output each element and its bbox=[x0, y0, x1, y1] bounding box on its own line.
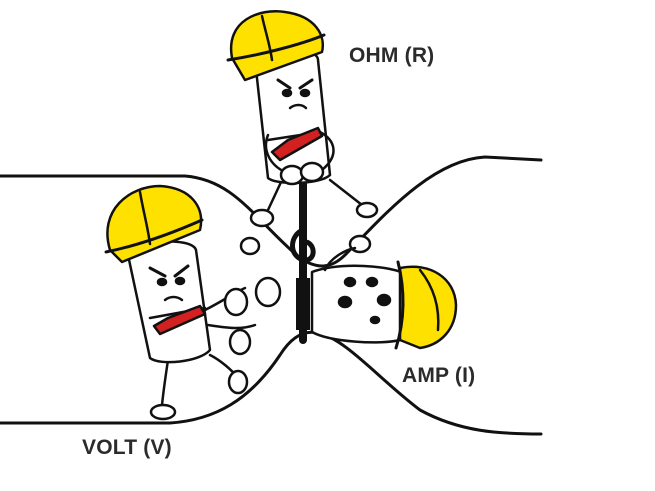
amp-helmet-ridge bbox=[418, 268, 440, 332]
amp-arm bbox=[323, 246, 357, 272]
amp-helmet-brim bbox=[394, 260, 405, 350]
ohm-foot-left bbox=[249, 208, 275, 228]
volt-eye-right bbox=[174, 276, 186, 286]
volt-arm-lower bbox=[206, 323, 257, 330]
volt-body bbox=[126, 240, 212, 364]
ohm-eye-right bbox=[299, 88, 311, 98]
amp-character bbox=[310, 234, 458, 350]
ohm-character bbox=[226, 10, 379, 228]
ohm-leg-left bbox=[266, 178, 284, 212]
constriction-band bbox=[296, 278, 310, 330]
volt-knee bbox=[228, 328, 252, 356]
volt-hand-upper bbox=[239, 236, 261, 256]
ohm-foot-right bbox=[355, 201, 379, 219]
pipe-lower-wall-right bbox=[316, 331, 543, 436]
volt-mouth bbox=[163, 295, 184, 302]
volt-tie bbox=[152, 304, 207, 336]
ohm-helmet-ridge bbox=[260, 14, 274, 62]
amp-spot-4 bbox=[337, 295, 353, 309]
ohm-tie bbox=[270, 126, 324, 162]
volt-helmet-brim bbox=[104, 218, 204, 254]
volt-foot-right bbox=[227, 369, 249, 395]
amp-helmet bbox=[398, 265, 458, 350]
volt-eye-left bbox=[156, 277, 168, 287]
volt-label: VOLT (V) bbox=[82, 436, 172, 459]
volt-helmet-ridge bbox=[138, 190, 152, 246]
volt-character bbox=[104, 184, 282, 421]
amp-spot-5 bbox=[369, 315, 381, 325]
ohm-label: OHM (R) bbox=[349, 44, 435, 67]
ohm-mouth bbox=[288, 103, 308, 110]
ohm-brow bbox=[276, 78, 314, 90]
amp-spot-1 bbox=[343, 276, 357, 288]
ohm-helmet-brim bbox=[226, 33, 326, 62]
volt-hand-right bbox=[254, 276, 282, 308]
amp-body bbox=[310, 264, 410, 344]
ohm-eye-left bbox=[281, 88, 293, 98]
volt-brow bbox=[148, 264, 190, 278]
amp-label: AMP (I) bbox=[402, 364, 476, 387]
ohm-arm-right bbox=[318, 130, 335, 172]
amp-spot-2 bbox=[365, 276, 379, 288]
volt-leg-left bbox=[160, 358, 170, 407]
ohm-helmet bbox=[229, 10, 325, 82]
ohm-leg-right bbox=[328, 178, 364, 207]
ohm-hand-right bbox=[299, 161, 325, 183]
amp-spot-3 bbox=[376, 293, 392, 307]
volt-foot-left bbox=[149, 403, 177, 421]
volt-hand-left bbox=[223, 287, 249, 317]
ohm-hand-left bbox=[279, 164, 305, 186]
